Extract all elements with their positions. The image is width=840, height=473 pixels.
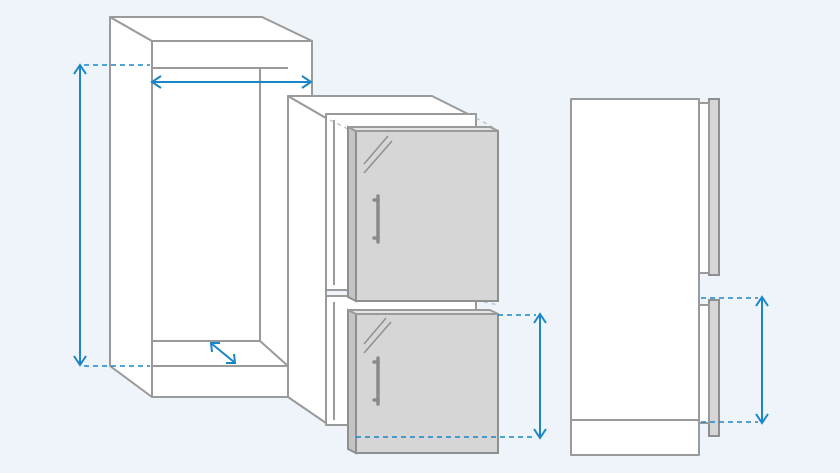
upper-door-glare-2: [363, 140, 393, 174]
door-arrowhead-bottom: [533, 428, 547, 440]
fridge-side-panel: [287, 95, 327, 424]
lower-door-glare-2: [363, 321, 392, 354]
upper-door: [347, 125, 499, 303]
fridge-side-view: [570, 98, 720, 456]
door-height-dimension-front: [356, 312, 547, 440]
side-view-lower-door-mount: [698, 304, 710, 424]
niche-width-dimension: [150, 75, 313, 89]
cabinet-opening: [151, 67, 261, 342]
side-view-body: [570, 98, 700, 456]
door-arrowhead-top: [533, 312, 547, 324]
built-in-fridge: [287, 95, 499, 455]
cabinet-niche: [109, 16, 313, 398]
height-arrowhead-bottom: [73, 355, 87, 367]
lower-door: [347, 308, 499, 455]
ghost-top-left: [329, 119, 351, 131]
side-arrowhead-top: [755, 295, 769, 307]
niche-height-dimension: [73, 63, 150, 367]
double-arrow-icon: [209, 342, 237, 364]
side-view-upper-door: [708, 98, 720, 276]
width-arrowhead-right: [301, 75, 313, 89]
side-arrowhead-bottom: [755, 413, 769, 425]
width-arrowhead-left: [150, 75, 162, 89]
side-view-upper-door-mount: [698, 102, 710, 274]
lower-door-glare-1: [363, 317, 387, 345]
side-view-lower-door: [708, 299, 720, 437]
door-height-dimension-side: [701, 295, 769, 425]
cabinet-left-panel: [109, 16, 153, 398]
height-arrowhead-top: [73, 63, 87, 75]
upper-door-glare-1: [363, 135, 389, 165]
